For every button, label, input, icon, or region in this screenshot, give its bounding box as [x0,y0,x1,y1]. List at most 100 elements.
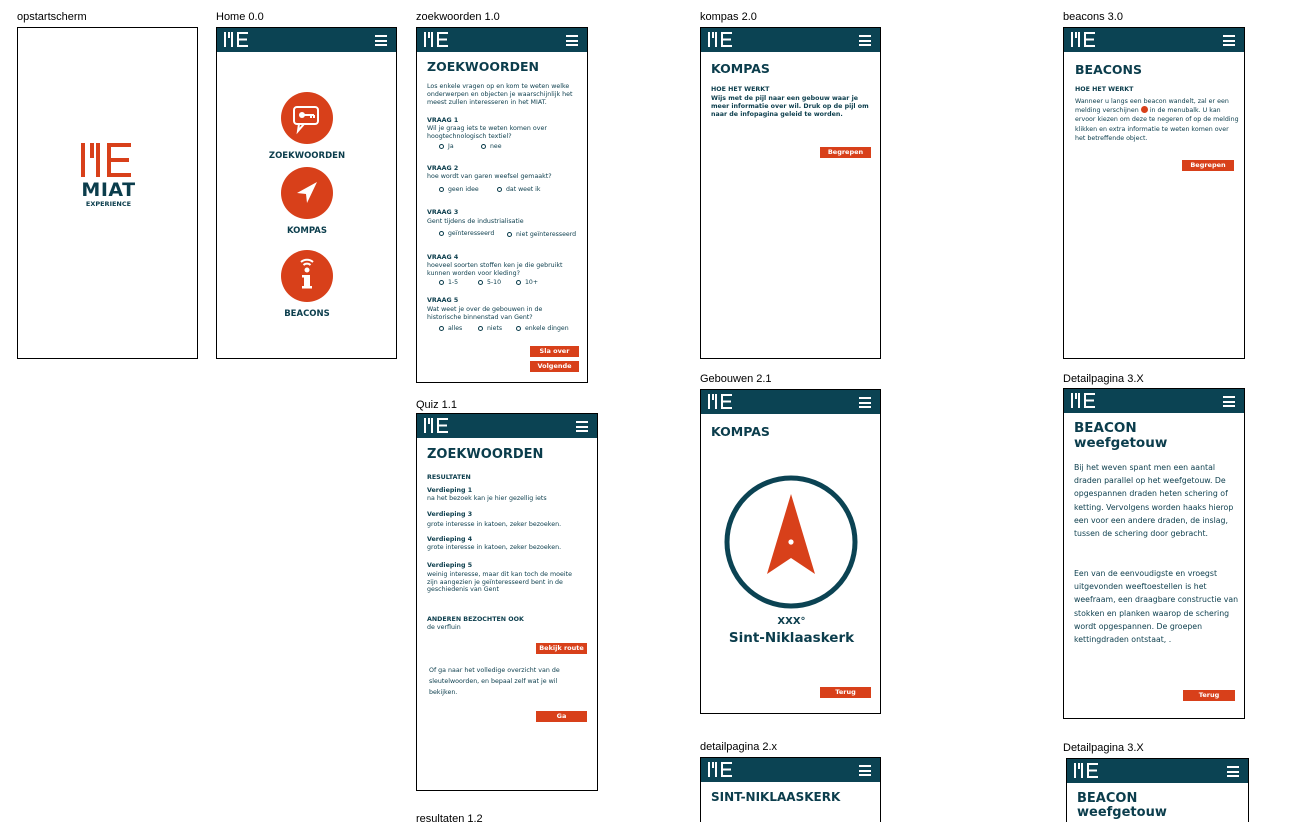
radio-option[interactable]: 5-10 [478,279,501,286]
result-head: Verdieping 3 [427,511,473,518]
chat-key-icon[interactable] [281,92,333,144]
radio-option[interactable]: geïnteresseerd [439,230,494,237]
next-button[interactable]: Volgende [530,361,579,372]
understood-button[interactable]: Begrepen [1182,160,1234,171]
go-button[interactable]: Ga [536,711,587,722]
question-text: hoe wordt van garen weefsel gemaakt? [427,173,552,180]
how-text: Wanneer u langs een beacon wandelt, zal … [1075,98,1239,142]
label-home: Home 0.0 [216,11,264,23]
home-item-beacons[interactable]: BEACONS [217,250,396,319]
splash-brand: MIAT [81,179,136,201]
question-text: hoeveel soorten stoffen ken je die gebru… [427,262,563,278]
miat-logo-icon[interactable] [708,761,734,778]
back-button[interactable]: Terug [1183,690,1235,701]
intro-text: Los enkele vragen op en kom te weten wel… [427,83,573,107]
navigation-arrow-icon[interactable] [281,167,333,219]
page-title: BEACON weefgetouw [1074,420,1168,451]
home-screen: ZOEKWOORDEN KOMPAS BEACONS [216,27,397,359]
label-splash: opstartscherm [17,11,87,23]
gebouwen-screen: KOMPAS XXX° Sint-Niklaaskerk Terug [700,389,881,714]
detail3b-screen: BEACON weefgetouw [1066,758,1249,822]
label-detail3b: Detailpagina 3.X [1063,742,1144,754]
page-title: SINT-NIKLAASKERK [711,790,841,804]
info-signal-icon[interactable] [281,250,333,302]
how-text: Wijs met de pijl naar een gebouw waar je… [711,95,869,118]
app-header [1064,28,1244,52]
label-beacons: beacons 3.0 [1063,11,1123,23]
how-heading: HOE HET WERKT [1075,86,1134,93]
radio-option[interactable]: nee [481,143,502,150]
app-header [217,28,396,52]
label-quiz: Quiz 1.1 [416,399,457,411]
radio-option[interactable]: enkele dingen [516,325,569,332]
radio-option[interactable]: 1-5 [439,279,458,286]
label-detail3a: Detailpagina 3.X [1063,373,1144,385]
question-head: VRAAG 3 [427,209,459,216]
splash-screen: MIAT EXPERIENCE [17,27,198,359]
miat-logo-icon[interactable] [708,31,734,48]
home-label-zoekwoorden: ZOEKWOORDEN [268,151,346,161]
home-label-beacons: BEACONS [284,309,330,319]
hamburger-menu-icon[interactable] [1223,35,1235,46]
result-text: weinig interesse, maar dit kan toch de m… [427,571,573,594]
home-item-kompas[interactable]: KOMPAS [217,167,396,236]
others-heading: ANDEREN BEZOCHTEN OOK [427,616,524,623]
result-text: grote interesse in katoen, zeker bezoeke… [427,544,562,551]
route-button[interactable]: Bekijk route [536,643,587,654]
question-head: VRAAG 4 [427,254,459,261]
home-item-zoekwoorden[interactable]: ZOEKWOORDEN [217,92,396,161]
app-header [1064,389,1244,413]
miat-logo-icon[interactable] [1074,762,1100,779]
question-text: Wat weet je over de gebouwen in de histo… [427,306,543,322]
hamburger-menu-icon[interactable] [1223,396,1235,407]
compass-arrow-icon[interactable] [723,474,859,610]
outro-text: Of ga naar het volledige overzicht van d… [429,667,560,696]
radio-option[interactable]: Ja [439,143,454,150]
miat-logo-icon[interactable] [224,31,250,48]
building-name: Sint-Niklaaskerk [728,630,855,646]
hamburger-menu-icon[interactable] [859,397,871,408]
label-resultaten: resultaten 1.2 [416,813,483,822]
beacon-dot-icon [1140,106,1148,114]
page-title: BEACON weefgetouw [1077,791,1167,820]
radio-option[interactable]: 10+ [516,279,538,286]
miat-logo-icon[interactable] [1071,31,1097,48]
understood-button[interactable]: Begrepen [820,147,871,158]
miat-logo-icon[interactable] [424,31,450,48]
paragraph: Bij het weven spant men een aantal drade… [1074,463,1234,539]
quiz-screen: ZOEKWOORDEN RESULTATEN Verdieping 1 na h… [416,413,598,791]
hamburger-menu-icon[interactable] [375,35,387,46]
home-label-kompas: KOMPAS [286,226,328,236]
beacons-screen: BEACONS HOE HET WERKT Wanneer u langs ee… [1063,27,1245,359]
skip-button[interactable]: Sla over [530,346,579,357]
radio-option[interactable]: geen idee [439,186,479,193]
app-header [701,390,880,414]
label-zoekwoorden: zoekwoorden 1.0 [416,11,500,23]
detail3a-screen: BEACON weefgetouw Bij het weven spant me… [1063,388,1245,719]
label-gebouwen: Gebouwen 2.1 [700,373,772,385]
miat-logo-icon[interactable] [1071,392,1097,409]
result-text: na het bezoek kan je hier gezellig iets [427,495,547,502]
hamburger-menu-icon[interactable] [1227,766,1239,777]
question-text: Wil je graag iets te weten komen over ho… [427,125,547,141]
compass-degrees: XXX° [777,616,806,627]
question-head: VRAAG 5 [427,297,459,304]
results-heading: RESULTATEN [427,474,471,481]
paragraph: Een van de eenvoudigste en vroegst uitge… [1074,569,1239,645]
miat-logo-icon[interactable] [708,393,734,410]
radio-option[interactable]: niet geïnteresseerd [507,231,576,238]
hamburger-menu-icon[interactable] [859,35,871,46]
hamburger-menu-icon[interactable] [859,765,871,776]
radio-option[interactable]: alles [439,325,462,332]
kompas-screen: KOMPAS HOE HET WERKT Wijs met de pijl na… [700,27,881,359]
back-button[interactable]: Terug [820,687,871,698]
radio-option[interactable]: niets [478,325,502,332]
hamburger-menu-icon[interactable] [566,35,578,46]
miat-logo-icon[interactable] [424,417,450,434]
question-head: VRAAG 1 [427,117,459,124]
zoekwoorden-screen: ZOEKWOORDEN Los enkele vragen op en kom … [416,27,588,383]
detail2-screen: SINT-NIKLAASKERK [700,757,881,822]
hamburger-menu-icon[interactable] [576,421,588,432]
radio-option[interactable]: dat weet ik [497,186,540,193]
question-head: VRAAG 2 [427,165,459,172]
